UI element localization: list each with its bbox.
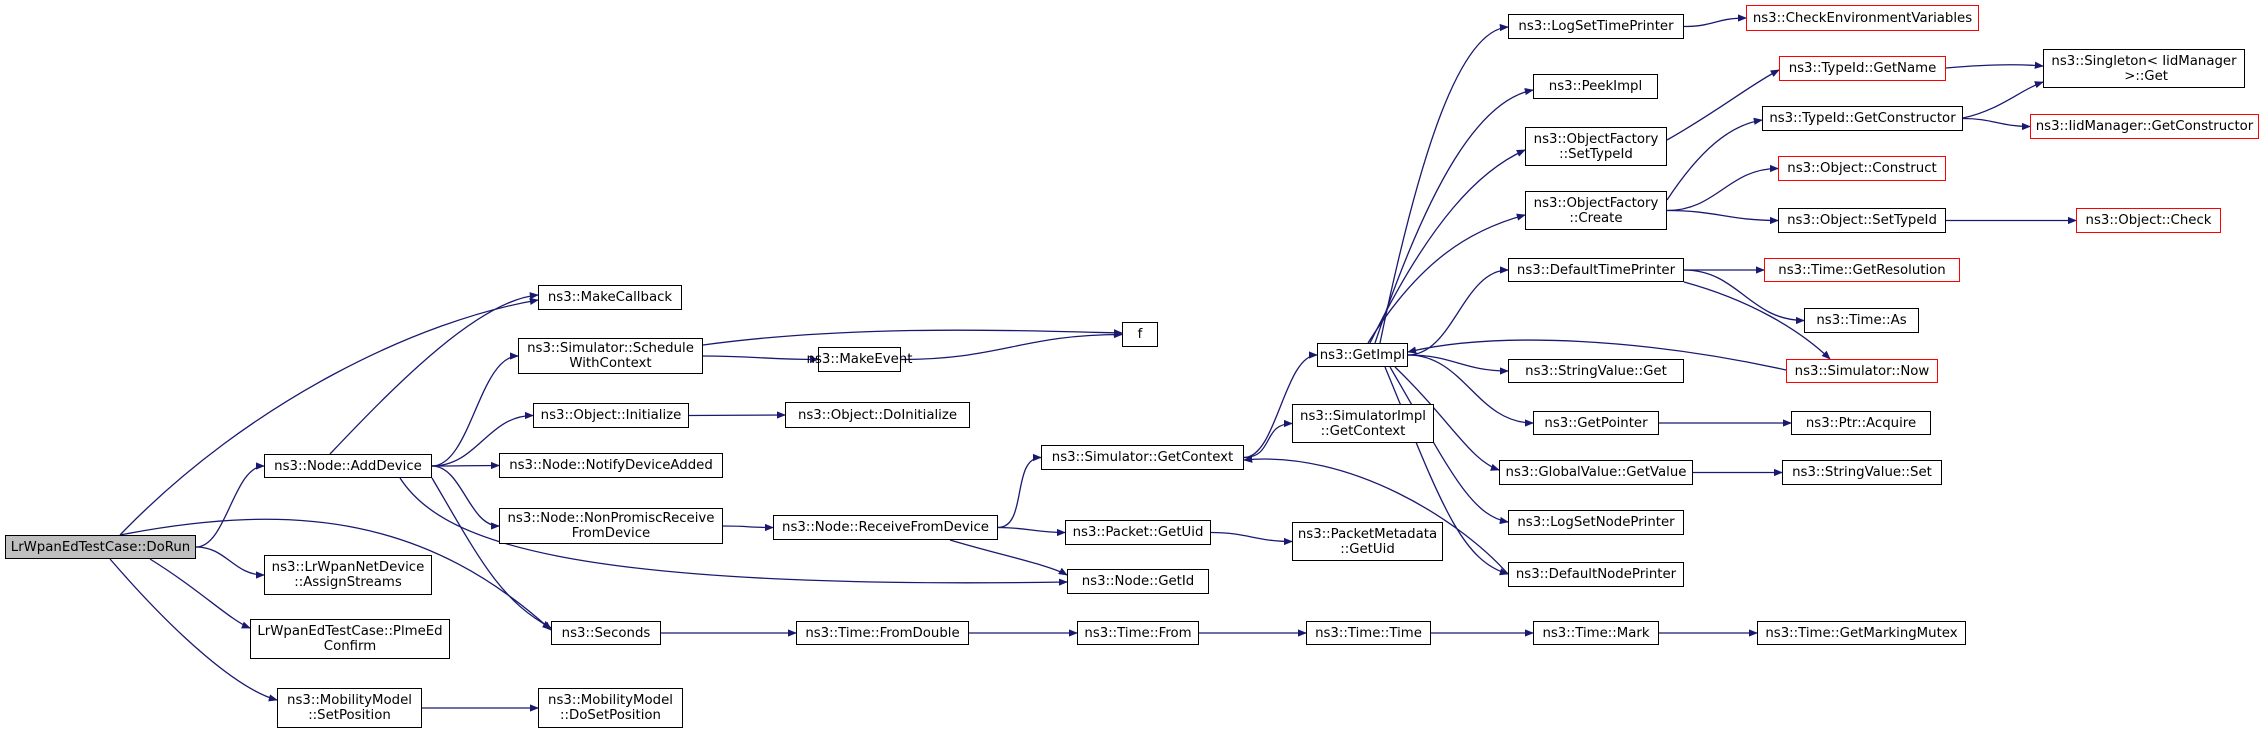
edge-n7-n14: [702, 329, 1123, 346]
edge-n22-n29: [1367, 213, 1526, 344]
node-ns3-stringvalue-get[interactable]: ns3::StringValue::Get: [1508, 359, 1684, 383]
node-lrwpanedtestcase-dorun[interactable]: LrWpanEdTestCase::DoRun: [5, 535, 196, 559]
node-lrwpanedtestcase-plmeed-confirm[interactable]: LrWpanEdTestCase::PlmeEd Confirm: [250, 619, 450, 659]
edge-n1-n4: [149, 558, 251, 629]
edge-n2-n8: [431, 411, 534, 467]
node-ns3-time-time[interactable]: ns3::Time::Time: [1306, 621, 1431, 645]
edge-n22-n33: [1394, 366, 1500, 471]
node-ns3-time-from[interactable]: ns3::Time::From: [1077, 621, 1199, 645]
edge-n1-n5: [109, 558, 278, 702]
edge-n1-n2: [195, 462, 265, 548]
edge-n1-n3: [195, 546, 265, 579]
node-ns3-object-settypeid[interactable]: ns3::Object::SetTypeId: [1778, 208, 1946, 233]
edge-n35-n19: [1243, 455, 1509, 575]
edge-n22-n34: [1389, 366, 1509, 525]
node-ns3-defaultnodeprinter[interactable]: ns3::DefaultNodePrinter: [1508, 562, 1684, 587]
node-ns3-typeid-getconstructor[interactable]: ns3::TypeId::GetConstructor: [1762, 106, 1963, 131]
node-ns3-packet-getuid[interactable]: ns3::Packet::GetUid: [1065, 520, 1211, 545]
node-ns3-objectfactory-create[interactable]: ns3::ObjectFactory ::Create: [1525, 191, 1667, 230]
node-ns3-time-getmarkingmutex[interactable]: ns3::Time::GetMarkingMutex: [1757, 621, 1966, 645]
node-ns3-simulator-getcontext[interactable]: ns3::Simulator::GetContext: [1041, 445, 1244, 470]
node-ns3-time-getresolution[interactable]: ns3::Time::GetResolution: [1764, 258, 1960, 282]
node-ns3-time-fromdouble[interactable]: ns3::Time::FromDouble: [796, 621, 969, 645]
node-ns3-object-construct[interactable]: ns3::Object::Construct: [1778, 156, 1946, 181]
node-ns3-simulator-schedule-withcontext[interactable]: ns3::Simulator::Schedule WithContext: [518, 338, 703, 374]
node-ns3-mobilitymodel-dosetposition[interactable]: ns3::MobilityModel ::DoSetPosition: [538, 688, 683, 728]
node-ns3-objectfactory-settypeid[interactable]: ns3::ObjectFactory ::SetTypeId: [1525, 127, 1667, 166]
edge-n2-n17: [399, 477, 1068, 586]
node-ns3-lrwpannetdevice-assignstreams[interactable]: ns3::LrWpanNetDevice ::AssignStreams: [264, 555, 432, 595]
node-ns3-iidmanager-getconstructor[interactable]: ns3::IidManager::GetConstructor: [2030, 114, 2259, 139]
node-ns3-logsetnodeprinter[interactable]: ns3::LogSetNodePrinter: [1508, 510, 1684, 535]
node-ns3-makeevent[interactable]: ns3::MakeEvent: [807, 347, 912, 372]
edge-n2-n10: [431, 465, 500, 530]
edge-n28-n38: [1666, 69, 1780, 141]
node-ns3-peekimpl[interactable]: ns3::PeekImpl: [1533, 74, 1658, 99]
edge-n22-n30: [1407, 266, 1509, 356]
node-ns3-simulatorimpl-getcontext[interactable]: ns3::SimulatorImpl ::GetContext: [1292, 404, 1434, 443]
edge-n1-n11: [119, 518, 552, 631]
node-ns3-simulator-now[interactable]: ns3::Simulator::Now: [1786, 359, 1938, 383]
node-ns3-globalvalue-getvalue[interactable]: ns3::GlobalValue::GetValue: [1499, 460, 1693, 485]
edge-n19-n23: [1243, 419, 1293, 459]
edge-n29-n41: [1666, 209, 1779, 225]
edge-n22-n28: [1369, 149, 1526, 344]
edge-n1-n6: [119, 297, 539, 536]
edge-n44-n22: [1407, 339, 1787, 371]
edge-n2-n6: [329, 292, 539, 455]
node-ns3-getpointer[interactable]: ns3::GetPointer: [1533, 411, 1659, 435]
node-ns3-seconds[interactable]: ns3::Seconds: [551, 621, 661, 645]
node-ns3-time-as[interactable]: ns3::Time::As: [1804, 308, 1919, 333]
edge-n26-n37: [1683, 14, 1747, 28]
edge-n16-n20: [997, 526, 1066, 537]
edge-n22-n26: [1379, 23, 1509, 344]
node-ns3-typeid-getname[interactable]: ns3::TypeId::GetName: [1779, 56, 1946, 81]
edge-n8-n15: [688, 411, 786, 419]
node-ns3-node-nonpromiscreceive-fromdevice[interactable]: ns3::Node::NonPromiscReceive FromDevice: [499, 508, 723, 544]
edge-n29-n40: [1666, 164, 1779, 212]
node-ns3-node-getid[interactable]: ns3::Node::GetId: [1067, 569, 1209, 594]
node-ns3-singleton-iidmanager-get[interactable]: ns3::Singleton< IidManager >::Get: [2043, 49, 2245, 88]
edge-n29-n39: [1666, 117, 1763, 201]
edge-n38-n48: [1945, 61, 2044, 69]
node-ns3-node-receivefromdevice[interactable]: ns3::Node::ReceiveFromDevice: [773, 515, 998, 540]
edge-n22-n32: [1407, 354, 1534, 427]
edge-n13-n14: [900, 330, 1123, 361]
node-ns3-node-adddevice[interactable]: ns3::Node::AddDevice: [264, 454, 432, 478]
node-ns3-object-initialize[interactable]: ns3::Object::Initialize: [533, 403, 689, 428]
node-ns3-time-mark[interactable]: ns3::Time::Mark: [1533, 621, 1659, 645]
node-ns3-getimpl[interactable]: ns3::GetImpl: [1317, 343, 1408, 367]
node-ns3-object-check[interactable]: ns3::Object::Check: [2076, 208, 2221, 233]
node-ns3-checkenvironmentvariables[interactable]: ns3::CheckEnvironmentVariables: [1746, 5, 1979, 31]
node-ns3-packetmetadata-getuid[interactable]: ns3::PacketMetadata ::GetUid: [1292, 522, 1443, 561]
edge-n7-n13: [702, 355, 819, 364]
edge-n19-n22: [1243, 351, 1318, 459]
node-ns3-object-doinitialize[interactable]: ns3::Object::DoInitialize: [785, 402, 970, 428]
node-ns3-makecallback[interactable]: ns3::MakeCallback: [538, 285, 682, 310]
node-ns3-stringvalue-set[interactable]: ns3::StringValue::Set: [1782, 460, 1942, 485]
edge-n2-n7: [431, 352, 519, 467]
node-ns3-logsettimeprinter[interactable]: ns3::LogSetTimePrinter: [1508, 14, 1684, 39]
edge-n39-n49: [1962, 117, 2031, 131]
edge-n16-n17: [949, 539, 1068, 576]
node-ns3-defaulttimeprinter[interactable]: ns3::DefaultTimePrinter: [1508, 258, 1684, 282]
edge-n30-n43: [1683, 269, 1805, 325]
edge-n22-n27: [1374, 87, 1534, 344]
edge-n20-n24: [1210, 531, 1293, 546]
node-ns3-mobilitymodel-setposition[interactable]: ns3::MobilityModel ::SetPosition: [277, 688, 422, 728]
edge-n30-n44: [1683, 281, 1831, 360]
edge-n2-n11: [431, 477, 552, 629]
node-ns3-ptr-acquire[interactable]: ns3::Ptr::Acquire: [1791, 411, 1931, 435]
edge-n10-n16: [722, 523, 774, 532]
edge-n16-n19: [997, 453, 1042, 529]
edge-n2-n9: [431, 461, 500, 470]
node-ns3-node-notifydeviceadded[interactable]: ns3::Node::NotifyDeviceAdded: [499, 453, 723, 478]
node-f[interactable]: f: [1122, 322, 1158, 347]
edge-n22-n31: [1407, 354, 1509, 375]
edge-n39-n48: [1962, 81, 2044, 119]
